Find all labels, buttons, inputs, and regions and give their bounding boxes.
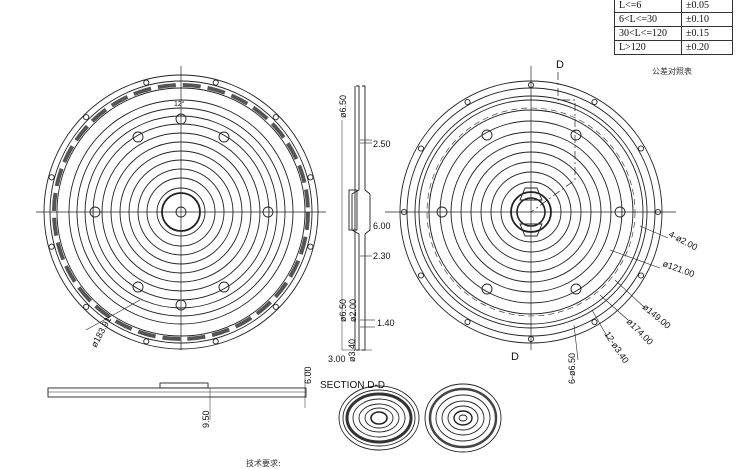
bottom-view — [47, 370, 307, 420]
mounting-hole — [307, 243, 314, 250]
rear-view — [385, 66, 676, 361]
mounting-hole — [307, 174, 314, 181]
mounting-hole — [637, 272, 645, 279]
side-label-3: 6.00 — [373, 221, 391, 231]
mounting-hole — [212, 338, 219, 345]
mounting-hole — [83, 303, 90, 310]
mounting-hole — [83, 114, 90, 121]
mounting-hole — [48, 243, 55, 250]
tolerance-value: ±0.20 — [681, 40, 733, 55]
side-label-9: ø3.40 — [347, 339, 357, 362]
rear-label-4: ø174.00 — [625, 316, 655, 346]
side-label-7: 1.40 — [377, 318, 395, 328]
rear-label-6: 6-ø6.50 — [567, 353, 577, 384]
side-label-5: ø6.50 — [338, 299, 348, 322]
tolerance-value: ±0.10 — [681, 12, 733, 27]
tolerance-row: 6<L<=30±0.10 — [614, 12, 733, 27]
rear-label-2: ø121.00 — [661, 258, 695, 279]
mounting-hole — [464, 98, 471, 106]
mounting-hole — [591, 98, 598, 106]
bottom-label-2: 9.50 — [201, 410, 211, 428]
front-view — [36, 66, 326, 350]
mounting-hole — [48, 174, 55, 181]
tolerance-table-caption: 公差对照表 — [652, 67, 692, 76]
rear-label-5: 12-ø3.40 — [602, 330, 630, 365]
tolerance-row: L<=6±0.05 — [614, 0, 733, 13]
section-title: SECTION D-D — [320, 380, 385, 391]
tolerance-range: 30<L<=120 — [614, 26, 682, 41]
mounting-hole — [212, 79, 219, 86]
section-marker-top: D — [556, 59, 564, 71]
mounting-hole — [591, 318, 598, 326]
mounting-hole — [417, 145, 425, 152]
mounting-hole — [143, 338, 150, 345]
side-label-6: ø2.00 — [348, 299, 358, 322]
side-label-1: ø6.50 — [338, 95, 348, 118]
front-angle-label: 12° — [174, 100, 185, 108]
tolerance-row: 30<L<=120±0.15 — [614, 26, 733, 41]
side-label-2: 2.50 — [373, 139, 391, 149]
mounting-hole — [272, 303, 279, 310]
tolerance-value: ±0.15 — [681, 26, 733, 41]
mounting-hole — [272, 114, 279, 121]
mounting-hole — [417, 272, 425, 279]
side-label-8: 3.00 — [328, 354, 346, 364]
side-label-4: 2.30 — [373, 251, 391, 261]
section-view — [338, 383, 502, 453]
rear-label-1: 4-ø2.00 — [667, 229, 699, 252]
tolerance-value: ±0.05 — [681, 0, 733, 13]
tolerance-row: L>120±0.20 — [614, 40, 733, 55]
tolerance-range: L>120 — [614, 40, 682, 55]
mounting-hole — [143, 79, 150, 86]
side-view — [341, 85, 375, 351]
tolerance-range: L<=6 — [614, 0, 682, 13]
rear-label-3: ø149.00 — [641, 302, 673, 331]
technical-requirements-note: 技术要求: — [246, 459, 281, 468]
bottom-label-1: 6.00 — [303, 366, 313, 384]
mounting-hole — [464, 318, 471, 326]
mounting-hole — [637, 145, 645, 152]
section-marker-bottom: D — [511, 351, 519, 363]
tolerance-range: 6<L<=30 — [614, 12, 682, 27]
front-diameter-label: ø183.91 — [89, 315, 113, 349]
